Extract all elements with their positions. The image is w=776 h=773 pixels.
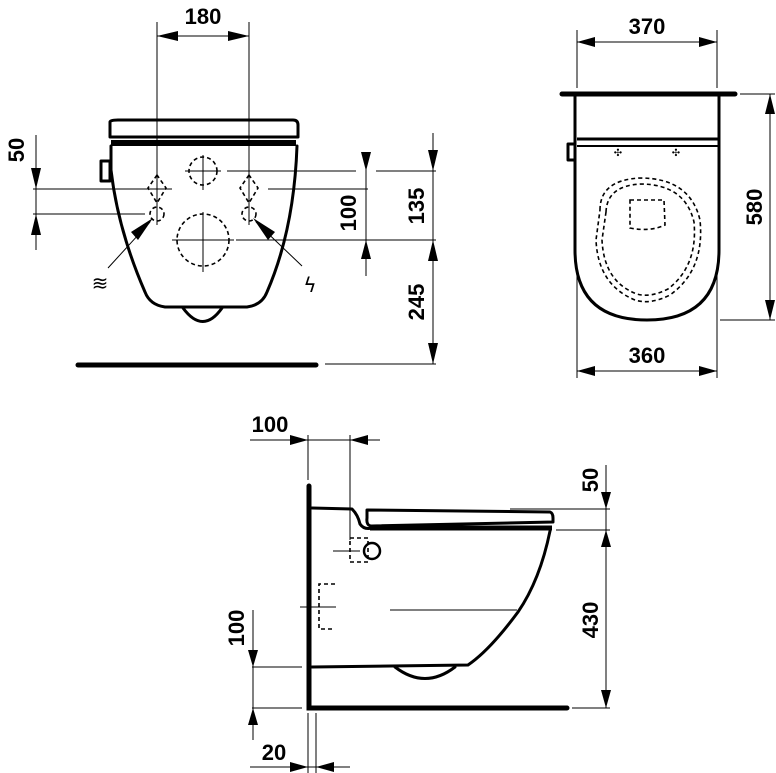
- connection-circle: [362, 541, 382, 561]
- arrow-icon: [31, 168, 41, 189]
- arrow-icon: [228, 31, 249, 41]
- bowl-outline: [109, 144, 299, 309]
- arrow-icon: [601, 690, 611, 708]
- dim-label: 50: [578, 468, 603, 492]
- left-valve: [147, 173, 167, 205]
- arrow-icon: [765, 300, 775, 320]
- arrow-icon: [428, 150, 438, 171]
- seat-lid: [108, 118, 300, 139]
- dim-label: 100: [336, 195, 361, 232]
- arrow-icon: [577, 366, 595, 376]
- arrow-icon: [157, 31, 178, 41]
- wall-and-floor: [306, 483, 570, 711]
- arrow-icon: [248, 708, 258, 725]
- dim-label: 245: [404, 284, 429, 321]
- arrow-icon: [428, 343, 438, 364]
- bowl-bottom: [181, 306, 224, 323]
- arrow-icon: [601, 492, 611, 509]
- dim-label: 370: [629, 14, 666, 39]
- front-view: 180: [4, 4, 438, 368]
- left-supply: [149, 206, 165, 222]
- right-valve: [239, 173, 259, 205]
- bowl-side-outline: [310, 529, 552, 669]
- dim-label: 430: [578, 602, 603, 639]
- arrow-icon: [290, 435, 308, 445]
- seat-opening: [595, 177, 702, 303]
- side-button: [566, 142, 577, 162]
- toilet-front-outline: [75, 118, 319, 368]
- arrow-icon: [131, 218, 153, 240]
- body-top: [310, 506, 374, 530]
- side-view: 100 50 430 100: [224, 412, 611, 773]
- connection-box: [349, 537, 369, 563]
- arrow-icon: [428, 240, 438, 261]
- dim-label: 360: [629, 343, 666, 368]
- seat-side: [365, 508, 555, 528]
- electric-icon: ϟ: [303, 273, 316, 297]
- right-supply: [241, 206, 257, 222]
- arrow-icon: [350, 435, 368, 445]
- arrow-icon: [253, 218, 275, 240]
- dim-label: 580: [742, 189, 767, 226]
- side-button: [99, 159, 112, 183]
- arrow-icon: [699, 366, 717, 376]
- seat-opening-inner: [601, 183, 696, 296]
- dim-inlet-spacing: 180: [156, 4, 250, 225]
- rinse-opening: [629, 199, 666, 231]
- top-view: 370 ✣ ✣ 580 360: [559, 14, 775, 378]
- arrow-icon: [290, 762, 308, 772]
- arrow-icon: [361, 152, 371, 171]
- water-icon: ≋: [92, 271, 109, 295]
- arrow-icon: [361, 240, 371, 259]
- arrow-icon: [601, 530, 611, 547]
- arrow-icon: [248, 650, 258, 667]
- arrow-icon: [316, 762, 334, 772]
- bowl-bottom: [393, 665, 457, 680]
- connection-holes: [147, 155, 259, 272]
- arrow-icon: [31, 214, 41, 235]
- dim-label: 135: [404, 188, 429, 225]
- bowl-top-outline: [573, 94, 721, 322]
- dim-label: 100: [224, 610, 249, 647]
- dim-label: 20: [262, 740, 286, 765]
- dim-supply-to-outlet: 100: [336, 152, 371, 276]
- hinge-icon: ✣: [672, 148, 680, 159]
- arrow-icon: [765, 94, 775, 114]
- dim-label: 180: [185, 4, 222, 29]
- dim-top-to-outlet: 135 245: [404, 133, 438, 364]
- arrow-icon: [577, 37, 595, 47]
- dim-inlet-offset: 50: [4, 135, 41, 250]
- arrow-icon: [699, 37, 717, 47]
- dim-label: 100: [252, 412, 289, 437]
- dim-label: 50: [4, 138, 29, 162]
- hinge-icon: ✣: [614, 148, 622, 159]
